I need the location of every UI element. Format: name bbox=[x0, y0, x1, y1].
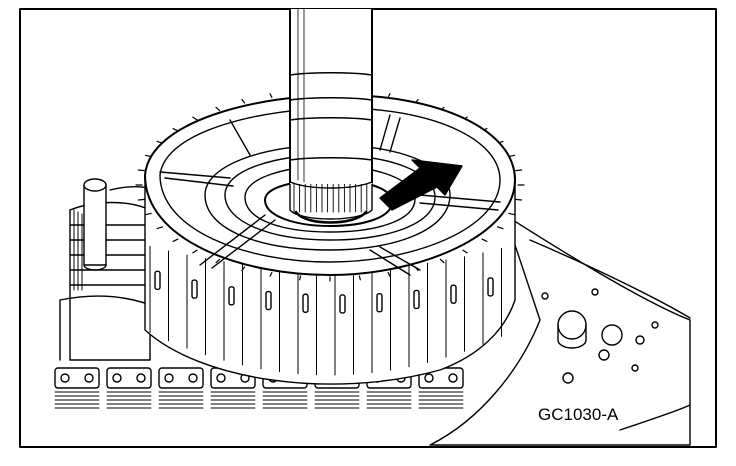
left-clutch-stack bbox=[59, 178, 181, 361]
indicator-arrow bbox=[379, 159, 463, 211]
case-housing bbox=[429, 214, 691, 446]
clutch-drum bbox=[135, 88, 525, 385]
input-shaft bbox=[289, 8, 373, 189]
figure-code-label: GC1030-A bbox=[538, 405, 619, 424]
